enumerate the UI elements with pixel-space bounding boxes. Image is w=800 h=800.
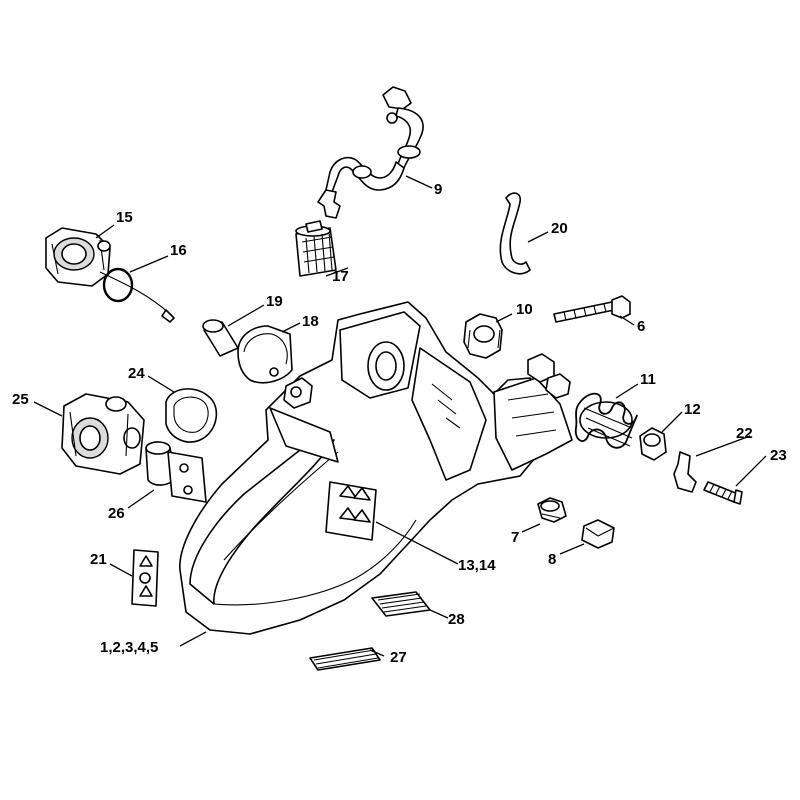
callout-24: 24	[128, 365, 145, 382]
callout-10: 10	[516, 301, 533, 318]
callout-labels: 9 15 16 17 20 19 18 10 6 24 25 11 12 22 …	[12, 181, 787, 666]
callout-9: 9	[434, 181, 442, 198]
callout-15: 15	[116, 209, 133, 226]
callout-28: 28	[448, 611, 465, 628]
bushing-part	[639, 427, 667, 461]
leader-18	[281, 322, 301, 333]
callout-8: 8	[548, 551, 556, 568]
clip-part	[673, 451, 697, 493]
callout-20: 20	[551, 220, 568, 237]
leader-24	[147, 375, 175, 393]
leader-8	[559, 543, 585, 555]
cover-plate-part	[237, 325, 293, 384]
leader-12	[661, 411, 683, 433]
callout-25: 25	[12, 391, 29, 408]
strip-27-part	[309, 647, 381, 671]
callout-23: 23	[770, 447, 787, 464]
leader-6	[619, 315, 635, 326]
plate-28-part	[371, 591, 431, 617]
primer-housing-part	[45, 227, 111, 287]
callout-18: 18	[302, 313, 319, 330]
leader-10	[495, 313, 513, 323]
leader-9	[405, 175, 433, 189]
leader-21	[109, 563, 133, 577]
callout-19: 19	[266, 293, 283, 310]
callout-11: 11	[640, 371, 656, 388]
leader-lines	[33, 175, 767, 657]
carburetor-part	[61, 393, 145, 475]
intake-flange-part	[145, 441, 207, 503]
leader-7	[521, 523, 541, 533]
callout-16: 16	[170, 242, 187, 259]
callout-26: 26	[108, 505, 125, 522]
callout-1-5: 1,2,3,4,5	[100, 639, 158, 656]
fuel-filter-part	[295, 220, 337, 277]
leader-26	[127, 489, 155, 509]
leader-16	[129, 255, 169, 273]
bolt-part	[553, 295, 631, 323]
callout-12: 12	[684, 401, 701, 418]
leader-27	[369, 649, 385, 657]
leader-1-5	[179, 631, 207, 647]
callout-17: 17	[332, 268, 349, 285]
plug-part	[581, 519, 615, 549]
leader-13-14	[375, 521, 459, 565]
leader-25	[33, 401, 63, 417]
leader-23	[735, 455, 767, 487]
callout-22: 22	[736, 425, 753, 442]
main-housing-part	[179, 301, 573, 635]
leader-28	[429, 609, 449, 619]
callout-27: 27	[390, 649, 407, 666]
leader-17	[325, 267, 349, 277]
callout-6: 6	[637, 318, 645, 335]
leader-19	[227, 304, 265, 327]
sleeve-part	[202, 319, 239, 357]
callout-13-14: 13,14	[458, 557, 496, 574]
impulse-hose-part	[499, 192, 531, 275]
gasket-part	[165, 388, 218, 443]
leader-15	[95, 224, 115, 239]
leader-11	[615, 383, 639, 399]
callout-7: 7	[511, 529, 519, 546]
fuel-hose-part	[317, 86, 424, 219]
leader-20	[527, 231, 549, 243]
nut-part	[463, 313, 503, 359]
callout-21: 21	[90, 551, 107, 568]
buffer-part	[537, 497, 567, 523]
spring-part	[574, 392, 638, 449]
screw-part	[703, 481, 743, 505]
leader-22	[695, 435, 751, 457]
warning-decal-part	[131, 549, 159, 607]
o-ring-part	[99, 267, 175, 323]
